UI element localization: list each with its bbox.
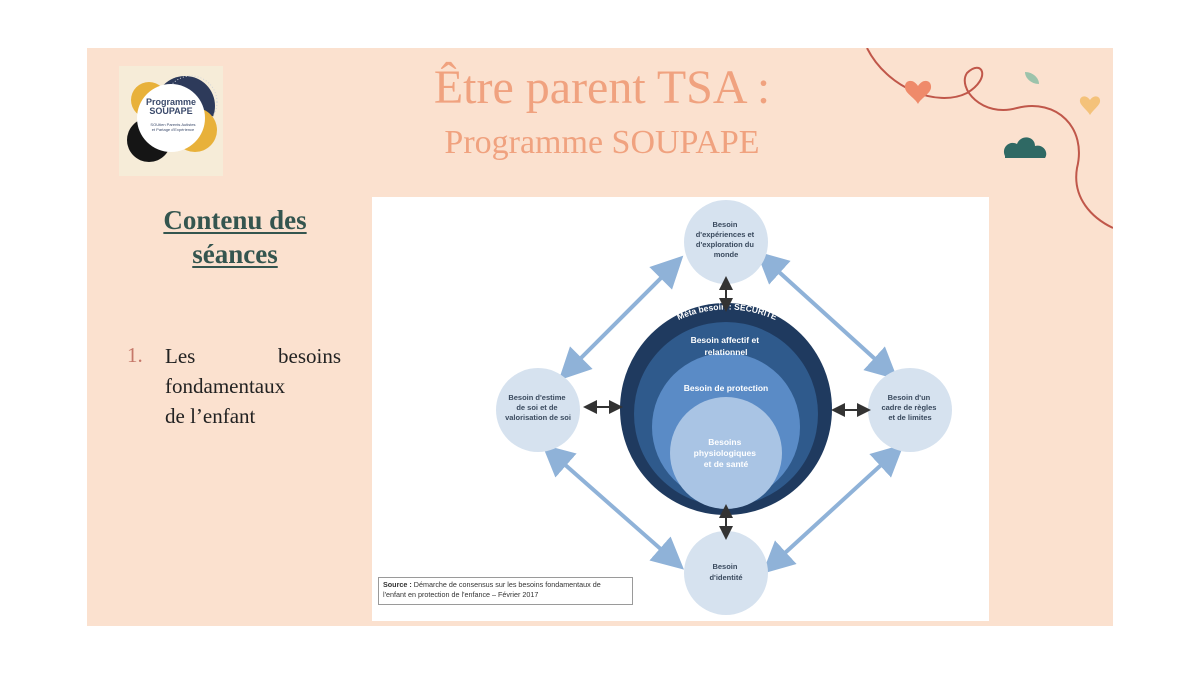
slide-title: Être parent TSA : <box>433 61 771 114</box>
node-top <box>684 200 768 284</box>
logo: Programme SOUPAPE SOUtien Parents Autist… <box>119 66 223 176</box>
source-text2: l'enfant en protection de l'enfance – Fé… <box>383 590 539 599</box>
list-line1: Les besoins <box>165 344 341 368</box>
source-note: Source : Démarche de consensus sur les b… <box>378 577 633 605</box>
node-bottom <box>684 531 768 615</box>
node-left <box>496 368 580 452</box>
leaf-icon <box>1025 72 1039 84</box>
label-protection: Besoin de protection <box>684 383 769 393</box>
needs-diagram: Méta besoin : SÉCURITÉ Besoin affectif e… <box>372 197 989 621</box>
list-number: 1. <box>127 343 143 367</box>
logo-center <box>137 84 205 152</box>
arrow-top-left <box>558 255 684 381</box>
list-line3: de l’enfant <box>165 404 256 428</box>
label-physiologique: Besoins physiologiques et de santé <box>694 437 759 469</box>
heading-line1: Contenu des <box>163 205 307 235</box>
logo-line1: Programme <box>145 97 197 107</box>
source-text1: Démarche de consensus sur les besoins fo… <box>413 580 601 589</box>
heart-small-icon <box>1079 96 1101 115</box>
section-heading: Contenu des séances <box>129 203 341 271</box>
label-affectif: Besoin affectif et relationnel <box>691 335 762 357</box>
node-right <box>868 368 952 452</box>
logo-line2: SOUPAPE <box>149 106 193 116</box>
node-bottom-label: Besoin d'identité <box>709 562 742 582</box>
core-physiologique <box>670 397 782 509</box>
node-right-label: Besoin d'un cadre de règles et de limite… <box>881 393 938 422</box>
arrow-top-right <box>756 251 898 380</box>
logo-title: Programme SOUPAPE <box>135 98 207 116</box>
cloud-icon <box>1003 137 1047 158</box>
list-line2: fondamentaux <box>165 374 286 398</box>
slide-subtitle: Programme SOUPAPE <box>444 124 760 161</box>
node-left-label: Besoin d'estime de soi et de valorisatio… <box>505 393 571 422</box>
logo-sub1: SOUtien Parents Autistes <box>150 122 196 127</box>
decorative-swirl <box>866 48 1113 229</box>
node-top-label: Besoin d'expériences et d'exploration du… <box>696 220 757 259</box>
diagram-svg: Méta besoin : SÉCURITÉ Besoin affectif e… <box>496 200 952 615</box>
arrow-bottom-right <box>762 444 904 574</box>
heart-icon <box>904 80 932 104</box>
swirl-line <box>866 48 1113 229</box>
logo-subtitle: SOUtien Parents Autistes et Partage d'Ex… <box>145 122 201 132</box>
source-label: Source : <box>383 580 412 589</box>
list-item: Les besoins fondamentaux de l’enfant <box>165 341 341 431</box>
arrow-bottom-left <box>541 444 685 570</box>
heading-line2: séances <box>192 239 278 269</box>
logo-sub2: et Partage d'Expérience <box>151 127 195 132</box>
